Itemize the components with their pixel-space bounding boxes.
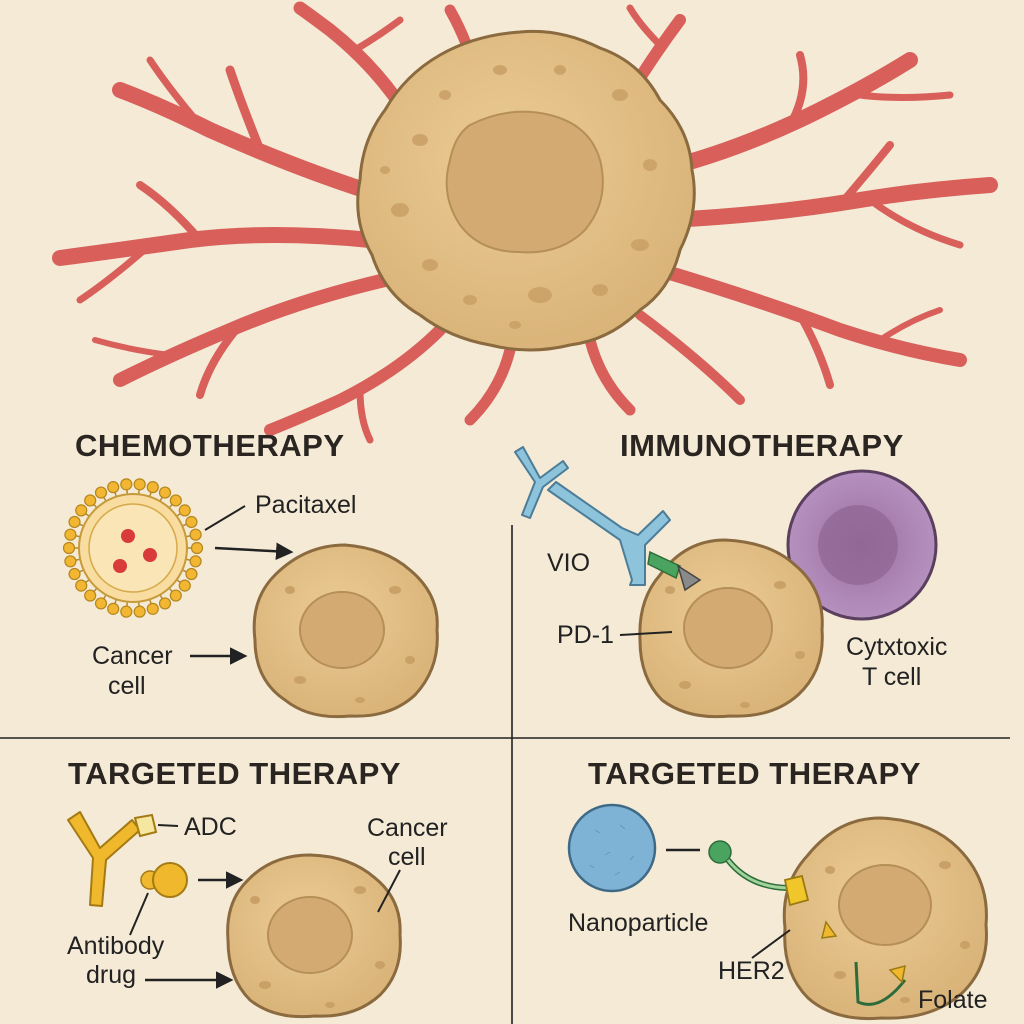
lipid-head: [64, 528, 77, 541]
lipid-head: [133, 605, 146, 618]
lipid-head: [189, 555, 202, 568]
lipid-head: [94, 597, 108, 610]
lipid-head: [107, 602, 120, 615]
lipid-head: [120, 605, 133, 618]
heading-targeted-therapy-adc: TARGETED THERAPY: [68, 756, 401, 791]
label-pacitaxel: Pacitaxel: [255, 491, 357, 519]
label-t-cell: T cell: [862, 663, 922, 691]
label-adc: ADC: [184, 813, 237, 841]
label-cytotoxic: Cytxtoxic: [846, 633, 948, 661]
lipid-head: [94, 486, 108, 499]
lipid-head: [190, 541, 204, 555]
drug-molecule: [143, 548, 157, 562]
lipid-head: [158, 597, 172, 610]
lipid-head: [84, 494, 97, 507]
lipid-head: [169, 494, 182, 507]
label-cancer-adc: Cancer: [367, 814, 448, 842]
label-nanoparticle: Nanoparticle: [568, 909, 709, 937]
cancer-cell-np: [782, 816, 988, 1021]
targeting-ligand: [708, 840, 791, 891]
label-cell: cell: [108, 672, 146, 700]
lipid-head: [68, 567, 81, 581]
heading-chemotherapy: CHEMOTHERAPY: [75, 428, 345, 463]
antibody-large: [547, 481, 671, 586]
adc-antibody: [67, 811, 141, 907]
t-cell: [786, 469, 938, 621]
her2-leader: [751, 929, 791, 959]
lipid-head: [68, 515, 81, 529]
antibody-drug: [140, 862, 188, 898]
label-cell-adc: cell: [388, 843, 426, 871]
lipid-head: [62, 541, 76, 555]
adc-payload: [133, 813, 158, 838]
label-antibody: Antibody: [67, 932, 165, 960]
label-folate: Folate: [918, 986, 988, 1014]
nanoparticle: [567, 803, 657, 893]
label-cancer: Cancer: [92, 642, 173, 670]
lipid-head: [146, 481, 159, 494]
drug-molecule: [121, 529, 135, 543]
lipid-head: [178, 579, 191, 592]
lipid-head: [178, 504, 191, 517]
liposome: [62, 478, 204, 618]
lipid-head: [189, 528, 202, 541]
heading-immunotherapy: IMMUNOTHERAPY: [620, 428, 904, 463]
lipid-head: [158, 486, 172, 499]
lipid-head: [133, 478, 146, 491]
lipid-head: [64, 555, 77, 568]
pacitaxel-leader: [204, 505, 246, 531]
pd1-receptor: [647, 550, 702, 592]
quadrant-dividers: [0, 525, 1010, 1024]
lipid-head: [120, 478, 133, 491]
label-vio: VIO: [547, 549, 591, 577]
pd1-leader: [619, 631, 673, 636]
drug-molecule: [113, 559, 127, 573]
label-pd1: PD-1: [557, 621, 614, 649]
lipid-head: [169, 589, 182, 602]
lipid-head: [185, 567, 198, 581]
cancer-cell-adc: [226, 853, 402, 1019]
lipid-head: [84, 589, 97, 602]
lipid-head: [185, 515, 198, 529]
label-her2: HER2: [718, 957, 785, 985]
antibody-small: [514, 446, 569, 519]
lipid-head: [146, 602, 159, 615]
heading-targeted-therapy-np: TARGETED THERAPY: [588, 756, 921, 791]
adc-leader: [157, 824, 179, 827]
lipid-head: [75, 504, 88, 517]
antibody-drug-leader: [129, 892, 149, 936]
cancer-cell-chemo: [252, 543, 439, 719]
folate-receptor: [854, 961, 907, 1006]
arrow: [214, 542, 294, 560]
cancer-cell-leader: [377, 869, 401, 913]
label-drug: drug: [86, 961, 137, 989]
tumor-cell: [356, 29, 696, 352]
her2-receptor: [783, 874, 838, 939]
lipid-head: [107, 481, 120, 494]
lipid-head: [75, 579, 88, 592]
